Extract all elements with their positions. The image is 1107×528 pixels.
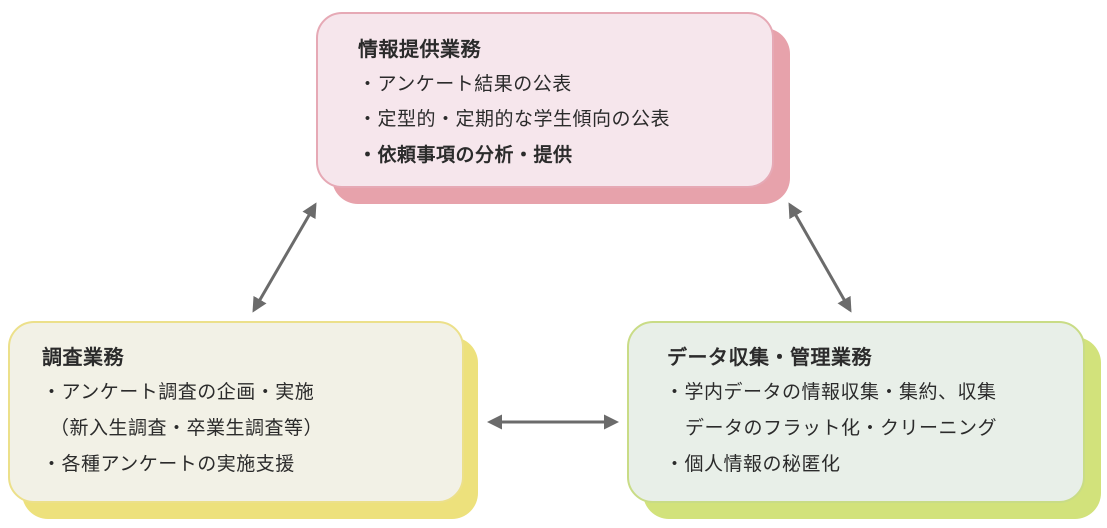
survey-box-title: 調査業務	[42, 345, 124, 369]
arrow-survey-info	[252, 202, 317, 313]
arrow-info-data	[788, 202, 852, 313]
data-box-title: データ収集・管理業務	[667, 345, 872, 369]
survey-item-support: ・各種アンケートの実施支援	[42, 453, 295, 475]
survey-box: 調査業務 ・アンケート調査の企画・実施 （新入生調査・卒業生調査等） ・各種アン…	[8, 321, 478, 519]
info-item-request-analysis: ・依頼事項の分析・提供	[358, 144, 573, 166]
data-item-collection: ・学内データの情報収集・集約、収集	[665, 381, 997, 403]
info-box-title: 情報提供業務	[358, 37, 481, 61]
info-item-survey-results: ・アンケート結果の公表	[358, 73, 572, 95]
survey-item-planning: ・アンケート調査の企画・実施	[42, 381, 315, 403]
info-provision-box: 情報提供業務 ・アンケート結果の公表 ・定型的・定期的な学生傾向の公表 ・依頼事…	[316, 12, 790, 204]
survey-item-examples: （新入生調査・卒業生調査等）	[50, 417, 324, 439]
info-box-panel	[316, 12, 774, 188]
survey-box-panel	[8, 321, 464, 503]
info-item-student-trends: ・定型的・定期的な学生傾向の公表	[358, 108, 671, 130]
data-item-anonymization: ・個人情報の秘匿化	[665, 453, 841, 475]
data-management-box: データ収集・管理業務 ・学内データの情報収集・集約、収集 データのフラット化・ク…	[627, 321, 1101, 519]
data-box-panel	[627, 321, 1085, 503]
data-item-cleaning: データのフラット化・クリーニング	[685, 417, 998, 439]
